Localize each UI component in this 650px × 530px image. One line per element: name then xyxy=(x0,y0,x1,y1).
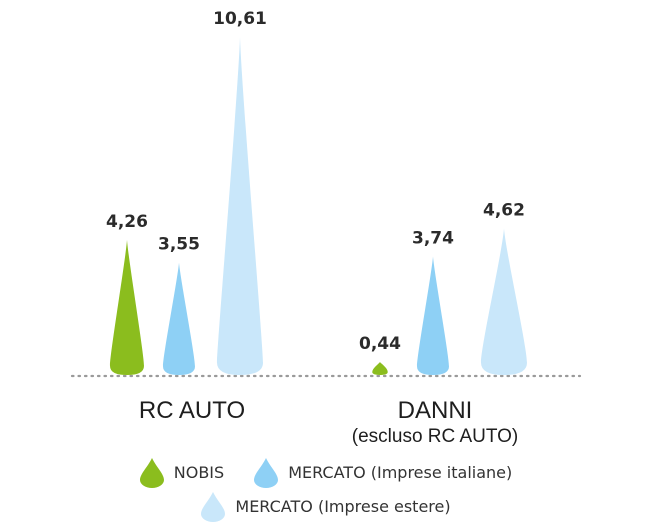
category-label-rc-auto: RC AUTO xyxy=(139,397,245,424)
legend-item-mercato-italiane: MERCATO (Imprese italiane) xyxy=(252,456,512,488)
data-label-3-2: 4,62 xyxy=(483,200,525,220)
legend: NOBIS MERCATO (Imprese italiane) MERCATO… xyxy=(0,455,650,523)
legend-row-1: NOBIS MERCATO (Imprese italiane) xyxy=(0,455,650,489)
bar-3-2 xyxy=(481,228,527,375)
data-label-2-1: 3,55 xyxy=(158,235,200,255)
bar-1-2 xyxy=(372,361,388,375)
category-label-danni: DANNI xyxy=(398,397,473,424)
legend-swatch-nobis xyxy=(139,458,164,488)
data-label-3-1: 10,61 xyxy=(213,9,267,29)
data-label-2-2: 3,74 xyxy=(412,229,454,249)
bar-2-2 xyxy=(417,256,449,375)
bar-1-1 xyxy=(110,239,144,375)
bar-3-1 xyxy=(217,37,263,375)
legend-swatch-mercato-estere xyxy=(201,492,226,522)
category-sublabel-danni: (escluso RC AUTO) xyxy=(352,426,518,447)
legend-label-mercato-italiane: MERCATO (Imprese italiane) xyxy=(288,462,513,482)
legend-label-mercato-estere: MERCATO (Imprese estere) xyxy=(235,496,451,516)
data-label-1-2: 0,44 xyxy=(359,334,401,354)
bar-2-1 xyxy=(163,262,195,375)
data-label-1-1: 4,26 xyxy=(106,212,148,232)
legend-row-2: MERCATO (Imprese estere) xyxy=(0,489,650,523)
legend-item-nobis: NOBIS xyxy=(138,456,224,488)
legend-swatch-mercato-italiane xyxy=(254,458,279,488)
legend-label-nobis: NOBIS xyxy=(173,462,225,482)
legend-item-mercato-estere: MERCATO (Imprese estere) xyxy=(199,490,451,522)
